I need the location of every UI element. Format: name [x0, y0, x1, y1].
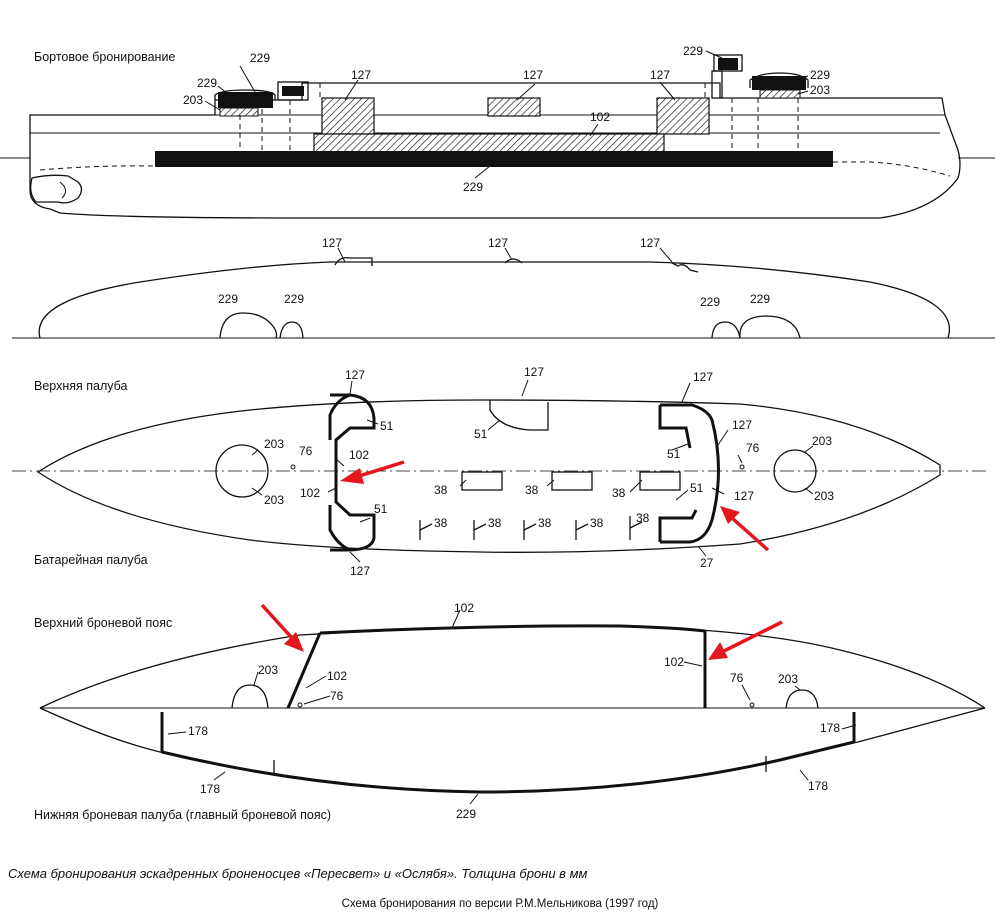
label-38: 38	[525, 483, 539, 497]
label-102: 102	[454, 601, 474, 615]
aft-turret-armor-block	[218, 92, 273, 108]
side-profile-view: Бортовое бронирование	[0, 44, 995, 219]
label-229: 229	[463, 180, 483, 194]
label-127: 127	[650, 68, 670, 82]
red-arrow-aft-bulkhead	[340, 460, 405, 484]
label-203: 203	[778, 672, 798, 686]
label-203: 203	[814, 489, 834, 503]
label-127: 127	[351, 68, 371, 82]
label-203: 203	[264, 437, 284, 451]
label-127: 127	[523, 68, 543, 82]
main-armor-belt	[155, 151, 833, 167]
label-76: 76	[730, 671, 744, 685]
label-203: 203	[810, 83, 830, 97]
label-51: 51	[690, 481, 704, 495]
section-title-battery-deck: Батарейная палуба	[34, 553, 148, 567]
label-203: 203	[264, 493, 284, 507]
label-229: 229	[700, 295, 720, 309]
top-outline-view: 127 127 127 229 229 229 229	[12, 236, 995, 339]
label-51: 51	[374, 502, 388, 516]
label-203: 203	[183, 93, 203, 107]
label-38: 38	[636, 511, 650, 525]
label-76: 76	[746, 441, 760, 455]
label-178: 178	[200, 782, 220, 796]
label-203: 203	[812, 434, 832, 448]
label-38: 38	[488, 516, 502, 530]
label-178: 178	[188, 724, 208, 738]
upper-battery-deck-view: Верхняя палуба Батарейная палуба	[12, 365, 990, 578]
label-127: 127	[734, 489, 754, 503]
label-38: 38	[434, 483, 448, 497]
red-arrow-fore-upper-belt	[708, 620, 783, 660]
red-arrow-fore-bulkhead	[720, 506, 770, 552]
label-102: 102	[300, 486, 320, 500]
label-229: 229	[683, 44, 703, 58]
label-51: 51	[667, 447, 681, 461]
fore-turret-armor-block	[752, 76, 806, 90]
section-title-upper-belt: Верхний броневой пояс	[34, 616, 172, 630]
section-title-upper-deck: Верхняя палуба	[34, 379, 128, 393]
label-229: 229	[197, 76, 217, 90]
label-102: 102	[327, 669, 347, 683]
label-229: 229	[284, 292, 304, 306]
label-229: 229	[250, 51, 270, 65]
label-203: 203	[258, 663, 278, 677]
label-38: 38	[612, 486, 626, 500]
label-229: 229	[810, 68, 830, 82]
label-76: 76	[330, 689, 344, 703]
label-127: 127	[524, 365, 544, 379]
upper-belt-lower-deck-view: Верхний броневой пояс Нижняя броневая па…	[34, 601, 986, 822]
red-arrow-aft-upper-belt	[260, 603, 304, 652]
section-title-lower-deck: Нижняя броневая палуба (главный броневой…	[34, 808, 331, 822]
label-76: 76	[299, 444, 313, 458]
label-127: 127	[322, 236, 342, 250]
figure-source-caption: Схема бронирования по версии Р.М.Мельник…	[341, 898, 659, 910]
label-229: 229	[750, 292, 770, 306]
label-27: 27	[700, 556, 714, 570]
label-102: 102	[349, 448, 369, 462]
label-38: 38	[434, 516, 448, 530]
label-38: 38	[538, 516, 552, 530]
label-127: 127	[640, 236, 660, 250]
label-127: 127	[350, 564, 370, 578]
section-title-side-armor: Бортовое бронирование	[34, 50, 175, 64]
label-102: 102	[664, 655, 684, 669]
label-127: 127	[693, 370, 713, 384]
label-102: 102	[590, 110, 610, 124]
label-127: 127	[488, 236, 508, 250]
label-38: 38	[590, 516, 604, 530]
label-178: 178	[820, 721, 840, 735]
label-178: 178	[808, 779, 828, 793]
label-229: 229	[218, 292, 238, 306]
armor-scheme-diagram: Бортовое бронирование	[0, 44, 995, 822]
label-51: 51	[380, 419, 394, 433]
label-51: 51	[474, 427, 488, 441]
label-229: 229	[456, 807, 476, 821]
figure-caption: Схема бронирования эскадренных броненосц…	[8, 866, 588, 881]
label-127: 127	[732, 418, 752, 432]
label-127: 127	[345, 368, 365, 382]
